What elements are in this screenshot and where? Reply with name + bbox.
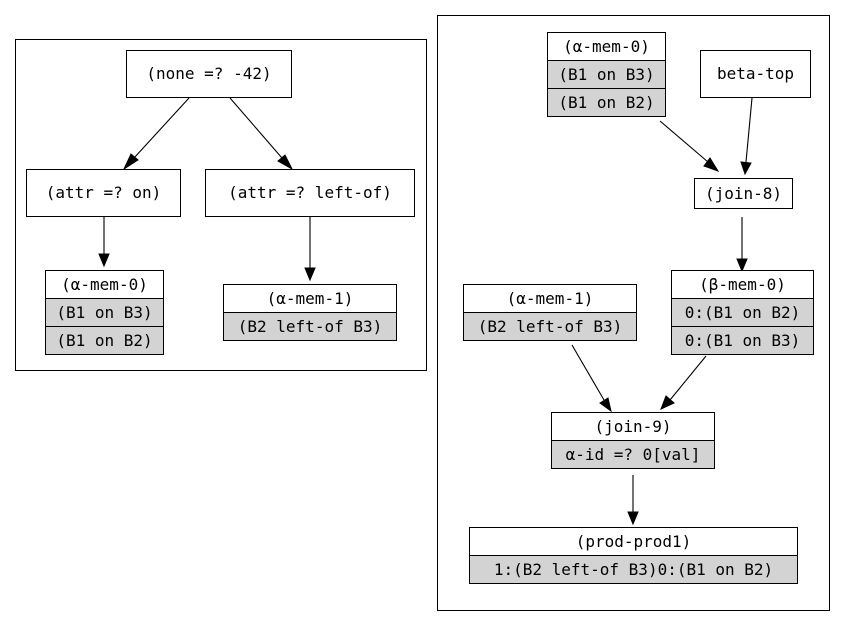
node-alpha-mem-0-right: (α-mem-0) (B1 on B3) (B1 on B2) (547, 32, 666, 117)
node-title: (β-mem-0) (672, 271, 813, 298)
memory-row: (B1 on B3) (548, 60, 665, 88)
node-title: (α-mem-0) (548, 33, 665, 60)
node-join-9: (join-9) α-id =? 0[val] (551, 412, 715, 469)
node-alpha-mem-0-left: (α-mem-0) (B1 on B3) (B1 on B2) (45, 270, 164, 355)
node-beta-mem-0: (β-mem-0) 0:(B1 on B2) 0:(B1 on B3) (671, 270, 814, 355)
node-beta-top: beta-top (700, 50, 811, 98)
node-label: beta-top (716, 64, 795, 83)
token-row: 1:(B2 left-of B3)0:(B1 on B2) (470, 555, 797, 583)
memory-row: (B2 left-of B3) (464, 312, 636, 340)
node-title: (join-9) (552, 413, 714, 440)
node-label: (join-8) (704, 183, 783, 203)
node-none-test: (none =? -42) (126, 50, 292, 98)
memory-row: 0:(B1 on B2) (672, 298, 813, 326)
node-title: (α-mem-1) (464, 285, 636, 312)
node-prod-prod1: (prod-prod1) 1:(B2 left-of B3)0:(B1 on B… (469, 527, 798, 584)
memory-row: 0:(B1 on B3) (672, 326, 813, 354)
node-label: (attr =? on) (45, 183, 162, 202)
node-alpha-mem-1-right: (α-mem-1) (B2 left-of B3) (463, 284, 637, 341)
join-test-row: α-id =? 0[val] (552, 440, 714, 468)
node-title: (α-mem-0) (46, 271, 163, 298)
node-title: (α-mem-1) (224, 285, 396, 312)
node-attr-left-of: (attr =? left-of) (205, 169, 415, 217)
node-title: (prod-prod1) (470, 528, 797, 555)
node-label: (none =? -42) (146, 64, 272, 83)
node-label: (attr =? left-of) (228, 183, 392, 202)
memory-row: (B1 on B2) (548, 88, 665, 116)
node-join-8: (join-8) (694, 178, 793, 209)
node-attr-on: (attr =? on) (26, 169, 181, 217)
memory-row: (B1 on B2) (46, 326, 163, 354)
memory-row: (B1 on B3) (46, 298, 163, 326)
memory-row: (B2 left-of B3) (224, 312, 396, 340)
node-alpha-mem-1-left: (α-mem-1) (B2 left-of B3) (223, 284, 397, 341)
